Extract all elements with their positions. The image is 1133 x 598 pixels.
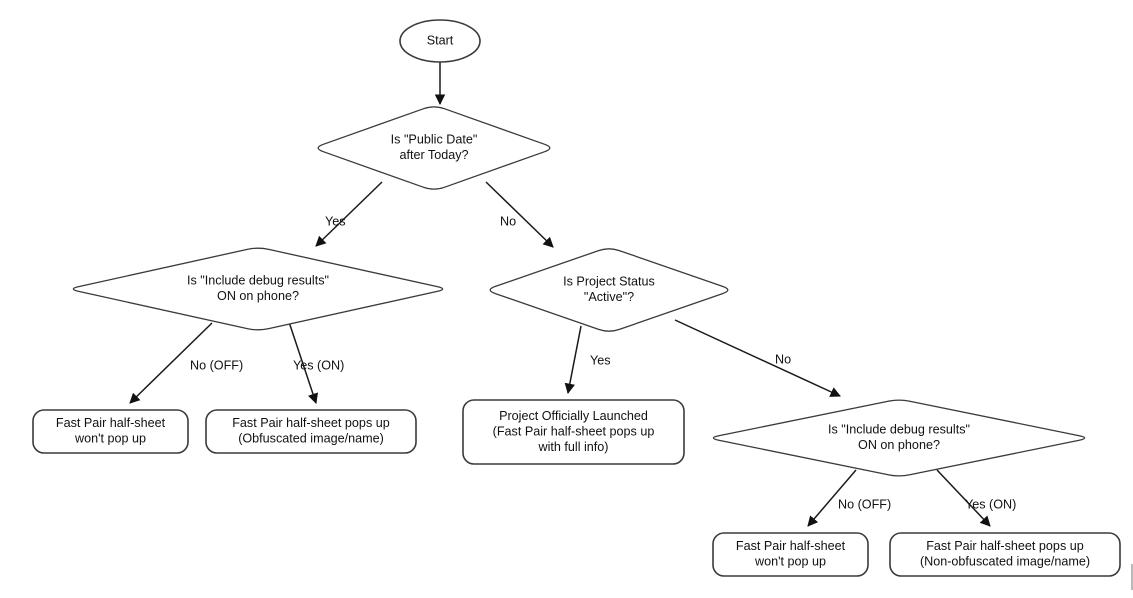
node-text-line: Is Project Status — [563, 275, 655, 289]
node-text-line: Is "Include debug results" — [187, 274, 329, 288]
node-start[interactable]: Start — [399, 19, 481, 63]
node-text-line: won't pop up — [754, 555, 826, 569]
shape-rounded-box — [712, 532, 869, 577]
node-t2[interactable]: Fast Pair half-sheet pops up (Obfuscated … — [205, 409, 417, 454]
node-d4[interactable]: Is "Include debug results"ON on phone? — [712, 399, 1086, 477]
edge-label-e-d2-t2: Yes (ON) — [293, 358, 344, 372]
edge-e-d1-d2 — [315, 181, 383, 247]
edge-e-d4-t5 — [936, 469, 991, 527]
node-text-line: Is "Include debug results" — [828, 423, 970, 437]
shape-diamond — [317, 106, 551, 190]
edge-label-e-d1-d3: No — [500, 214, 516, 228]
shape-diamond — [72, 247, 444, 331]
edge-e-d4-t4 — [807, 469, 857, 527]
shape-rounded-box — [205, 409, 417, 454]
shape-diamond — [712, 399, 1086, 477]
nodes-layer: Start Is "Public Date"after Today? Is "Inc… — [32, 19, 1121, 577]
node-text-line: (Obfuscated image/name) — [238, 432, 384, 446]
node-t3[interactable]: Project Officially Launched(Fast Pair ha… — [462, 399, 685, 465]
shape-ellipse — [399, 19, 481, 63]
node-text-line: Start — [427, 33, 454, 47]
edge-e-d2-t1 — [129, 322, 213, 404]
node-text-line: with full info) — [538, 440, 609, 454]
edges-layer — [129, 62, 991, 527]
node-text-line: Fast Pair half-sheet — [56, 416, 166, 430]
edge-label-e-d3-t3: Yes — [590, 353, 611, 367]
node-t4[interactable]: Fast Pair half-sheet won't pop up — [712, 532, 869, 577]
node-text-line: Is "Public Date" — [391, 133, 478, 147]
node-t5[interactable]: Fast Pair half-sheet pops up (Non-obfusca… — [889, 532, 1121, 577]
node-d3[interactable]: Is Project Status"Active"? — [489, 248, 729, 332]
node-text-line: Fast Pair half-sheet pops up — [926, 539, 1084, 553]
edge-e-d2-t2 — [288, 321, 318, 404]
edge-label-e-d3-t4: No — [775, 352, 791, 366]
edge-label-e-d1-d2: Yes — [325, 214, 346, 228]
edge-label-e-d4-t5: Yes (ON) — [965, 497, 1016, 511]
shape-rounded-box — [889, 532, 1121, 577]
shape-rounded-box — [462, 399, 685, 465]
node-text-line: won't pop up — [74, 432, 146, 446]
node-d1[interactable]: Is "Public Date"after Today? — [317, 106, 551, 190]
edge-label-e-d4-t4: No (OFF) — [838, 497, 891, 511]
edge-e-d3-t4 — [674, 319, 841, 397]
node-d2[interactable]: Is "Include debug results"ON on phone? — [72, 247, 444, 331]
node-t1[interactable]: Fast Pair half-sheet won't pop up — [32, 409, 189, 454]
shape-rounded-box — [32, 409, 189, 454]
node-text-line: (Non-obfuscated image/name) — [920, 555, 1090, 569]
node-text-line: Fast Pair half-sheet — [736, 539, 846, 553]
node-text-line: "Active"? — [584, 290, 634, 304]
page-edge-mark — [1131, 564, 1133, 590]
edge-label-e-d2-t1: No (OFF) — [190, 358, 243, 372]
node-text-line: Project Officially Launched — [499, 409, 648, 423]
node-text-line: ON on phone? — [858, 438, 940, 452]
node-text-line: after Today? — [399, 148, 468, 162]
edge-e-d3-t3 — [564, 325, 582, 395]
shape-diamond — [489, 248, 729, 332]
node-text-line: ON on phone? — [217, 289, 299, 303]
node-text-line: (Fast Pair half-sheet pops up — [493, 424, 655, 438]
edge-e-d1-d3 — [485, 181, 554, 248]
node-text-line: Fast Pair half-sheet pops up — [232, 416, 390, 430]
